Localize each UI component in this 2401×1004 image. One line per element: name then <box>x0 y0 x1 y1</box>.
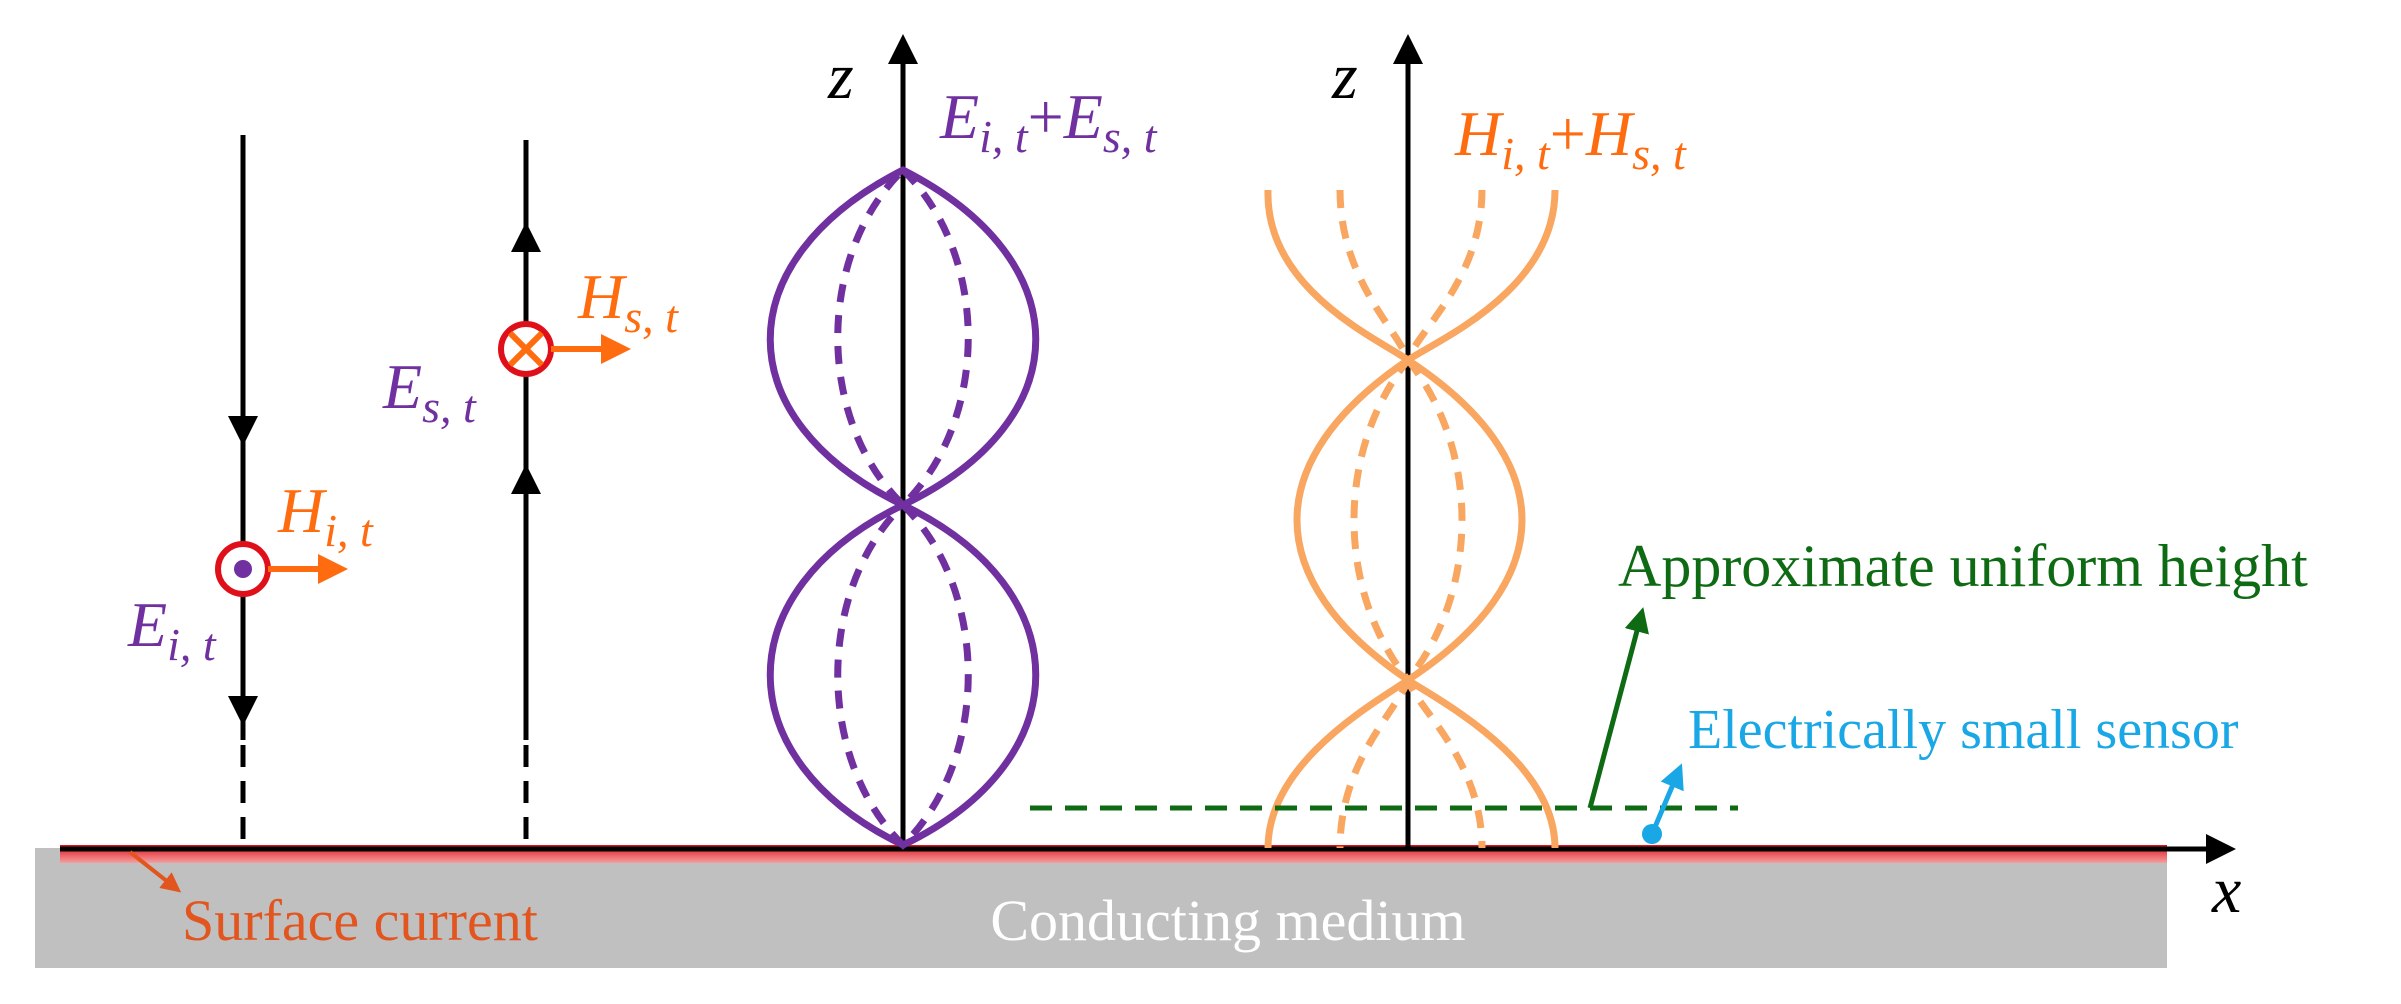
z-axis-left-label: z <box>827 40 854 113</box>
h-incident-label: Hi, t <box>277 475 374 556</box>
uniform-height-label: Approximate uniform height <box>1618 533 2308 599</box>
out-of-page-vector-icon <box>215 541 271 597</box>
h-scattered-label: Hs, t <box>577 261 679 342</box>
x-axis-label: x <box>2211 854 2241 927</box>
h-standing-wave <box>1264 189 1559 849</box>
uniform-height-pointer <box>1587 607 1649 809</box>
h-sum-label: Hi, t+Hs, t <box>1454 98 1687 179</box>
surface-current-label: Surface current <box>182 888 538 953</box>
z-axis-right-label: z <box>1331 40 1358 113</box>
conducting-medium-block <box>35 848 2167 968</box>
sensor-pointer <box>1649 763 1684 835</box>
e-incident-label: Ei, t <box>127 589 217 670</box>
e-scattered-label: Es, t <box>382 351 477 432</box>
into-page-vector-icon <box>498 321 554 377</box>
surface-current-pointer <box>128 850 182 893</box>
e-sum-label: Ei, t+Es, t <box>939 81 1158 162</box>
medium-label: Conducting medium <box>990 888 1465 953</box>
e-standing-wave <box>766 165 1040 850</box>
sensor-label: Electrically small sensor <box>1688 699 2239 761</box>
